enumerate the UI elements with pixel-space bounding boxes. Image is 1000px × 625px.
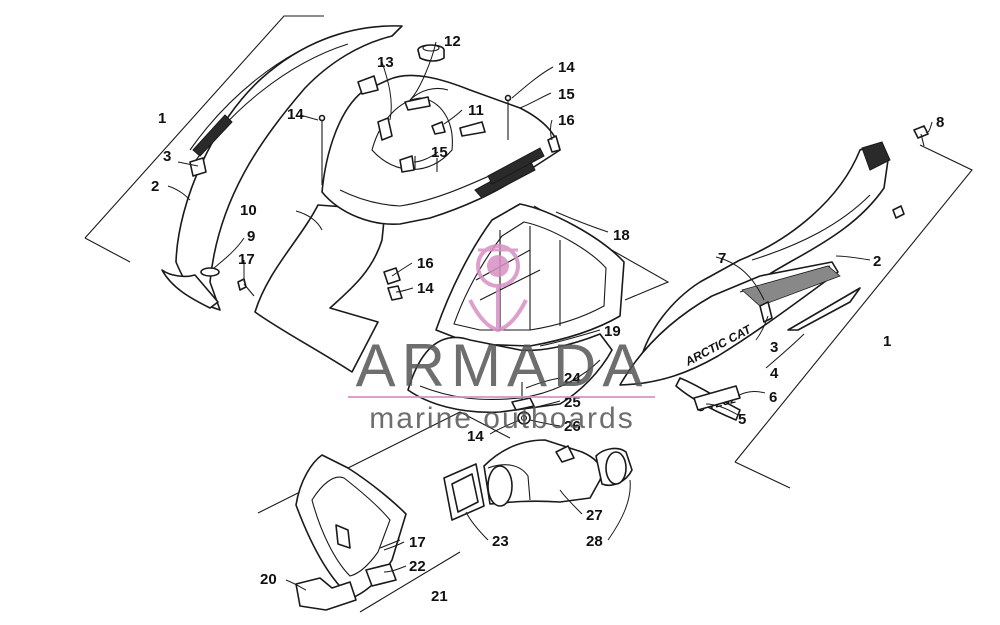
intake-duct [443,382,633,521]
right-panel-bracket [734,144,973,463]
callout-10: 10 [240,202,257,219]
callout-12: 12 [444,33,461,50]
callout-9: 9 [247,228,255,245]
hood-assembly [237,44,561,373]
callout-26: 26 [564,418,581,435]
callout-3b: 3 [770,339,778,356]
callout-5: 5 [738,411,746,428]
callout-15: 15 [431,144,448,161]
left-side-panel [84,15,403,311]
callout-1: 1 [158,110,166,127]
right-side-panel: ARCTIC CAT C-TEC2 [619,125,973,489]
storage-tray [383,203,670,414]
callout-14b: 14 [558,59,575,76]
callout-18: 18 [613,227,630,244]
leader-lines [167,41,933,591]
callout-20: 20 [260,571,277,588]
callout-27: 27 [586,507,603,524]
left-panel-bracket [84,15,324,239]
callout-8: 8 [936,114,944,131]
watermark-logo-icon [468,244,528,333]
mesh-grille [741,265,841,307]
callout-11: 11 [468,102,484,119]
callout-2: 2 [151,178,159,195]
callout-22: 22 [409,558,426,575]
callout-13: 13 [377,54,394,71]
grommet-9 [200,267,220,277]
callout-2b: 2 [873,253,881,270]
callout-28: 28 [586,533,603,550]
callout-16: 16 [558,112,575,129]
callout-16b: 16 [417,255,434,272]
right-panel-bracket-lower [734,461,791,489]
callout-14: 14 [287,106,304,123]
callout-15b: 15 [558,86,575,103]
watermark-subtitle: marine outboards [369,402,634,435]
callout-14c: 14 [417,280,434,297]
callout-17: 17 [238,251,255,268]
callout-24: 24 [564,370,581,387]
watermark-title: ARMADA [356,332,649,399]
left-panel-bracket-lower [84,237,131,263]
callout-23: 23 [492,533,509,550]
callout-17b: 17 [409,534,426,551]
callout-19: 19 [604,323,621,340]
watermark: ARMADA marine outboards [348,244,655,435]
callout-6: 6 [769,389,777,406]
callout-labels: 1 3 2 9 17 10 14 13 12 11 15 14 15 16 18… [151,33,944,605]
callout-4: 4 [770,365,779,382]
callout-25: 25 [564,394,581,411]
callout-7: 7 [718,250,726,267]
callout-3: 3 [163,148,171,165]
lower-nose-piece [257,411,511,613]
callout-14d: 14 [467,428,484,445]
callout-21: 21 [431,588,448,605]
callout-1b: 1 [883,333,891,350]
lower-nose-bracket-bottom [359,551,461,613]
